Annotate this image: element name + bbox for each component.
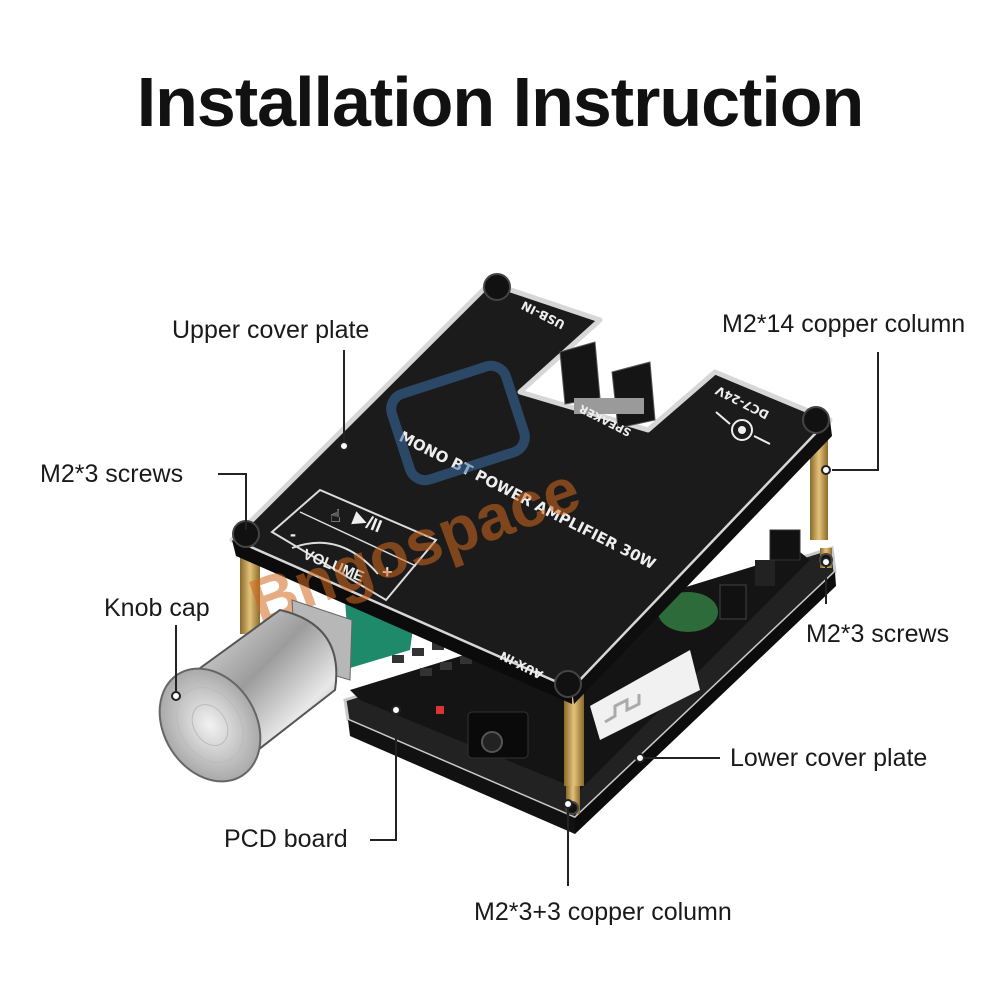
label-m2x3-3-copper-column: M2*3+3 copper column: [474, 898, 732, 926]
tall-copper-columns: [240, 430, 828, 786]
leader-lines: [171, 350, 879, 886]
volume-minus: -: [290, 524, 296, 544]
label-pcd-board: PCD board: [224, 825, 348, 853]
knob-cap: [158, 599, 353, 783]
label-m2x3-screws-right: M2*3 screws: [806, 620, 950, 648]
screws: [232, 273, 833, 815]
label-m2x14-copper-column: M2*14 copper column: [722, 310, 966, 338]
label-m2x3-screws-left: M2*3 screws: [40, 460, 184, 488]
dc-polarity-icon: [715, 411, 771, 445]
upper-cover-plate: [229, 280, 833, 704]
hand-icon: ☝: [330, 506, 341, 526]
page-title: Installation Instruction: [136, 63, 865, 141]
volume-plus: +: [382, 562, 393, 582]
label-knob-cap: Knob cap: [104, 594, 210, 622]
speaker-terminal: [559, 341, 656, 429]
label-lower-cover-plate: Lower cover plate: [730, 744, 928, 772]
label-upper-cover-plate: Upper cover plate: [172, 316, 370, 344]
